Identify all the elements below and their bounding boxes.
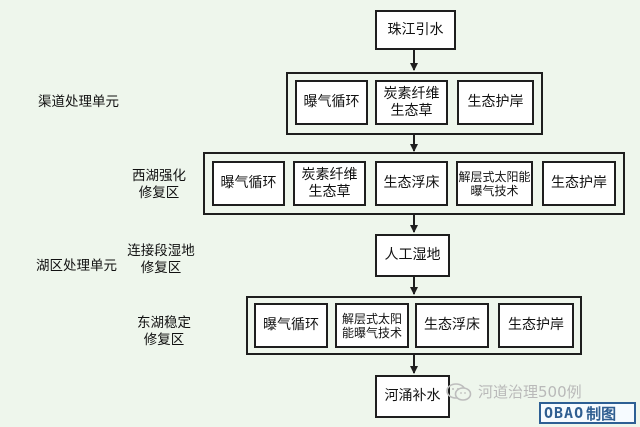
node-west-aeration: 曝气循环 [212, 161, 285, 206]
label-east-zone: 东湖稳定修复区 [137, 315, 191, 348]
node-west-carbon-grass: 炭素纤维生态草 [293, 161, 366, 206]
node-wetland: 人工湿地 [375, 234, 450, 277]
group-channel [286, 72, 543, 135]
node-west-revetment: 生态护岸 [542, 161, 616, 206]
node-west-floating-bed: 生态浮床 [375, 161, 448, 206]
node-channel-revetment: 生态护岸 [457, 80, 534, 125]
wechat-icon [446, 382, 472, 401]
node-east-floating-bed: 生态浮床 [415, 303, 489, 348]
label-west-zone: 西湖强化修复区 [132, 168, 186, 201]
group-west-lake [203, 152, 625, 215]
node-source: 珠江引水 [375, 10, 456, 50]
node-channel-carbon-grass: 炭素纤维生态草 [375, 80, 448, 125]
node-west-solar-aeration: 解层式太阳能曝气技术 [456, 161, 533, 206]
obao-badge: OBAO 制图 [539, 402, 636, 424]
node-east-aeration: 曝气循环 [254, 303, 328, 348]
node-east-revetment: 生态护岸 [498, 303, 574, 348]
badge-brand: OBAO [544, 404, 585, 422]
node-channel-aeration: 曝气循环 [295, 80, 368, 125]
node-east-solar-aeration: 解层式太阳能曝气技术 [335, 303, 409, 348]
watermark: 河道治理500例 [446, 381, 582, 402]
group-east-lake [246, 296, 582, 355]
badge-suffix: 制图 [586, 404, 617, 423]
label-channel-unit: 渠道处理单元 [38, 94, 119, 110]
node-sink: 河涌补水 [375, 375, 450, 418]
watermark-text: 河道治理500例 [478, 383, 582, 401]
label-connect-zone: 连接段湿地修复区 [127, 243, 195, 276]
label-lake-unit: 湖区处理单元 [36, 258, 117, 274]
